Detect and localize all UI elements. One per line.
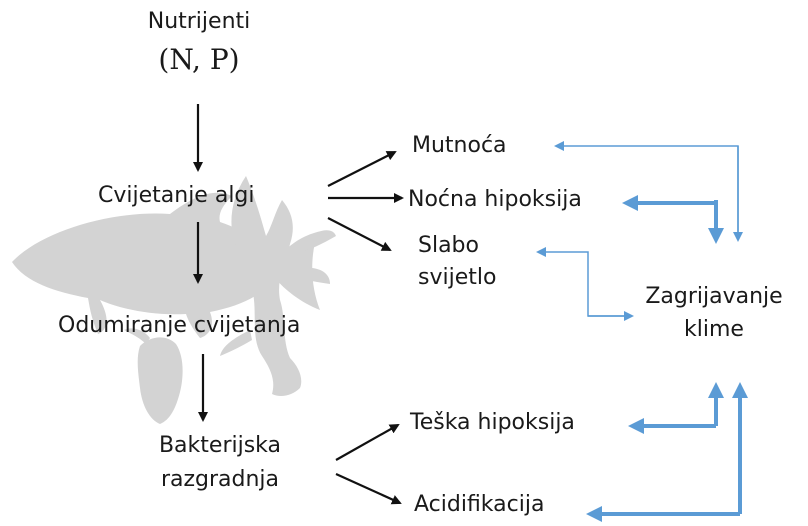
node-bloom-die-off: Odumiranje cvijetanja [58,313,301,338]
node-low-light-line2: svijetlo [418,265,497,290]
node-severe-hypoxia: Teška hipoksija [410,410,575,435]
arrow-bacteria-to-acidification [335,472,402,505]
node-nutrients-formula: (N, P) [158,43,240,76]
node-algal-bloom: Cvijetanje algi [98,183,255,208]
arrow-bacteria-to-severe-hypoxia [335,424,400,461]
blue-arrow-to-low-light [536,247,630,317]
crayfish-silhouette [220,176,336,396]
node-bacterial-decomposition-line2: razgradnja [160,467,280,492]
node-acidification: Acidifikacija [414,492,545,517]
thick-blue-arrow-to-night-hypoxia [622,195,718,211]
node-climate-warming-line2: klime [684,317,744,342]
fish-silhouette [12,192,320,338]
node-low-light-line1: Slabo [418,233,479,258]
arrow-bloom-to-turbidity [327,151,397,187]
blue-arrow-to-turbidity [554,141,739,238]
node-nutrients: Nutrijenti [147,9,251,34]
node-climate-warming-line1: Zagrijavanje [645,284,783,309]
node-night-hypoxia: Noćna hipoksija [408,187,582,212]
node-bacterial-decomposition-line1: Bakterijska [158,433,282,458]
daphnia-silhouette [124,328,183,424]
arrow-bloom-to-low-light [327,217,392,251]
node-turbidity: Mutnoća [412,133,507,158]
